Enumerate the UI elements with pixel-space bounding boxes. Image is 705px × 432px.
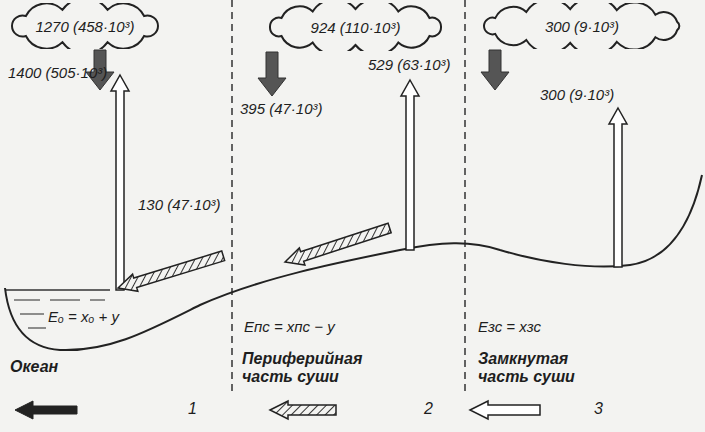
flow-value: 300 (9·10³) xyxy=(540,86,614,103)
legend-number: 1 xyxy=(188,400,197,418)
legend-sample-hatched-arrow xyxy=(270,401,336,419)
evaporation-arrow xyxy=(111,75,129,290)
precipitation-value: 1270 (458·10³) xyxy=(5,18,165,35)
balance-formula: Eзс = xзс xyxy=(478,318,541,335)
legend-number: 2 xyxy=(424,400,433,418)
cloud: 924 (110·10³) xyxy=(263,3,448,51)
region-divider xyxy=(231,0,233,395)
cloud: 1270 (458·10³) xyxy=(5,3,165,49)
legend-number: 3 xyxy=(594,400,603,418)
flow-value: 529 (63·10³) xyxy=(368,56,451,73)
runoff-arrow xyxy=(282,219,392,270)
precipitation-arrow xyxy=(481,50,509,90)
legend-sample-hollow-arrow xyxy=(470,401,540,419)
precipitation-value: 300 (9·10³) xyxy=(477,18,687,35)
region-divider xyxy=(464,0,466,395)
flow-value: 1400 (505·10³) xyxy=(8,64,107,81)
balance-formula: Eпс = xпс − y xyxy=(244,318,335,335)
region-name: Периферийная часть суши xyxy=(242,350,382,387)
balance-formula: Eₒ = xₒ + y xyxy=(48,308,119,325)
runoff-arrow xyxy=(115,247,225,296)
evaporation-arrow xyxy=(401,80,419,250)
ground-line xyxy=(5,175,702,350)
region-name: Океан xyxy=(10,358,58,376)
region-name: Замкнутая часть суши xyxy=(478,350,588,387)
legend-sample-solid-arrow xyxy=(15,401,77,419)
flow-value: 130 (47·10³) xyxy=(138,196,221,213)
precipitation-value: 924 (110·10³) xyxy=(263,19,448,36)
flow-value: 395 (47·10³) xyxy=(240,100,323,117)
cloud: 300 (9·10³) xyxy=(477,3,687,49)
evaporation-arrow xyxy=(609,108,627,267)
water-surface xyxy=(6,289,110,291)
precipitation-arrow xyxy=(258,52,286,96)
